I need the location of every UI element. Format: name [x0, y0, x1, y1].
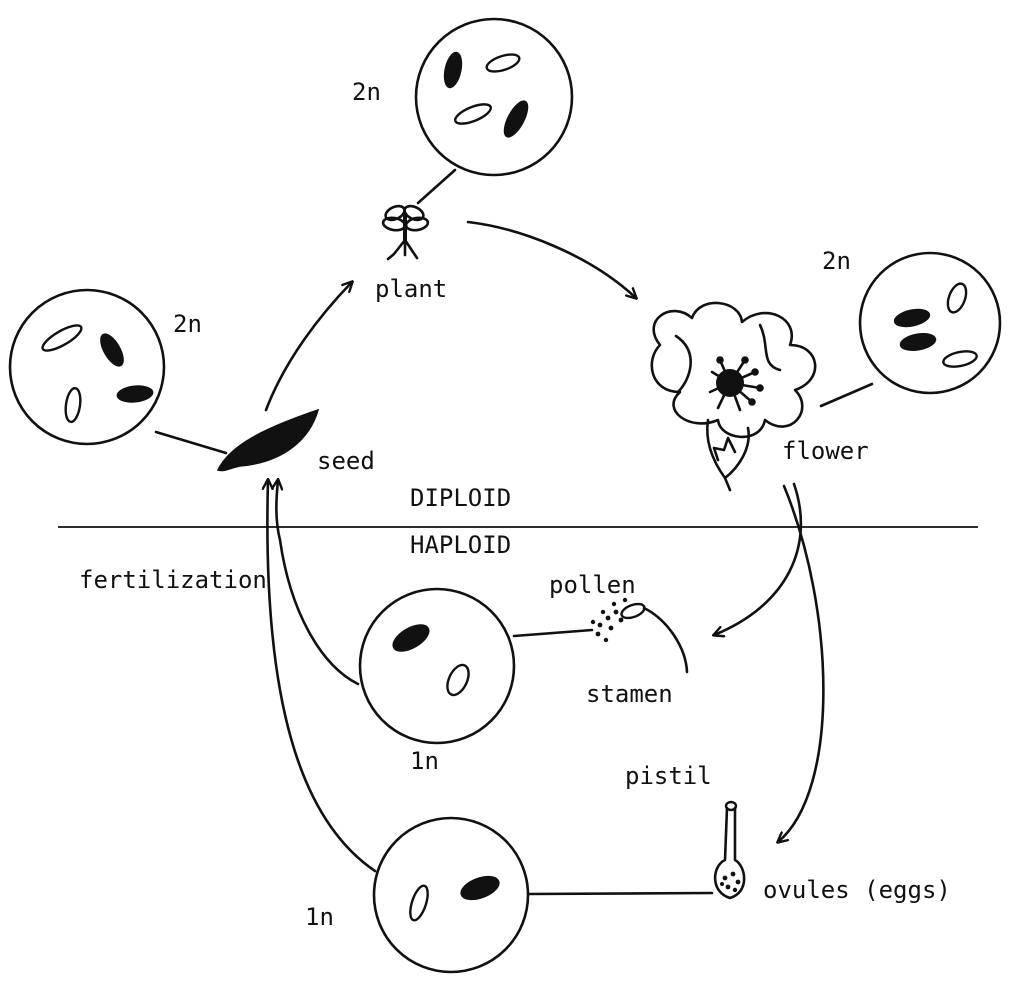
seed-label: seed [317, 447, 375, 475]
chromosome-solid [460, 875, 500, 901]
pollen-label: pollen [549, 571, 636, 599]
chromosome-hollow [946, 282, 968, 314]
flower-label: flower [782, 437, 869, 465]
ovule-cell-ploidy-label: 1n [305, 903, 334, 931]
cycle-arrows [266, 220, 825, 873]
chromosome-solid [503, 100, 529, 138]
seed-icon [216, 408, 320, 472]
haploid-label: HAPLOID [410, 531, 511, 559]
seedling-icon [381, 204, 430, 261]
fertilization-label: fertilization [79, 566, 267, 594]
pollen-cell-ploidy-label: 1n [410, 747, 439, 775]
chromosome-hollow [446, 663, 470, 697]
chromosome-solid [116, 385, 154, 403]
ovules-label: ovules (eggs) [763, 876, 951, 904]
chromosome-hollow [485, 53, 521, 73]
chromosome-hollow [41, 324, 83, 352]
flower-icon [650, 301, 817, 492]
plant-cell-ploidy-label: 2n [352, 78, 381, 106]
chromosome-solid [443, 51, 463, 89]
chromosome-hollow [942, 350, 978, 368]
chromosome-solid [392, 624, 430, 652]
flower-cell [858, 251, 1002, 395]
pistil-icon [713, 800, 746, 900]
chromosome-solid [899, 333, 937, 351]
diploid-label: DIPLOID [410, 484, 511, 512]
chromosome-hollow [409, 884, 429, 922]
chromosome-hollow [64, 386, 82, 424]
seed-cell-ploidy-label: 2n [173, 310, 202, 338]
chromosome-solid [100, 333, 124, 367]
plant-label: plant [375, 275, 447, 303]
chromosome-solid [893, 308, 931, 328]
stamen-icon [620, 602, 689, 674]
plant-cell [414, 17, 574, 177]
flower-cell-ploidy-label: 2n [822, 247, 851, 275]
chromosome-hollow [453, 103, 493, 125]
pollen-icon [590, 597, 633, 643]
seed-cell [8, 288, 166, 446]
stamen-label: stamen [586, 680, 673, 708]
pollen-cell [358, 587, 516, 745]
pistil-label: pistil [625, 762, 712, 790]
ovule-cell [372, 816, 530, 974]
